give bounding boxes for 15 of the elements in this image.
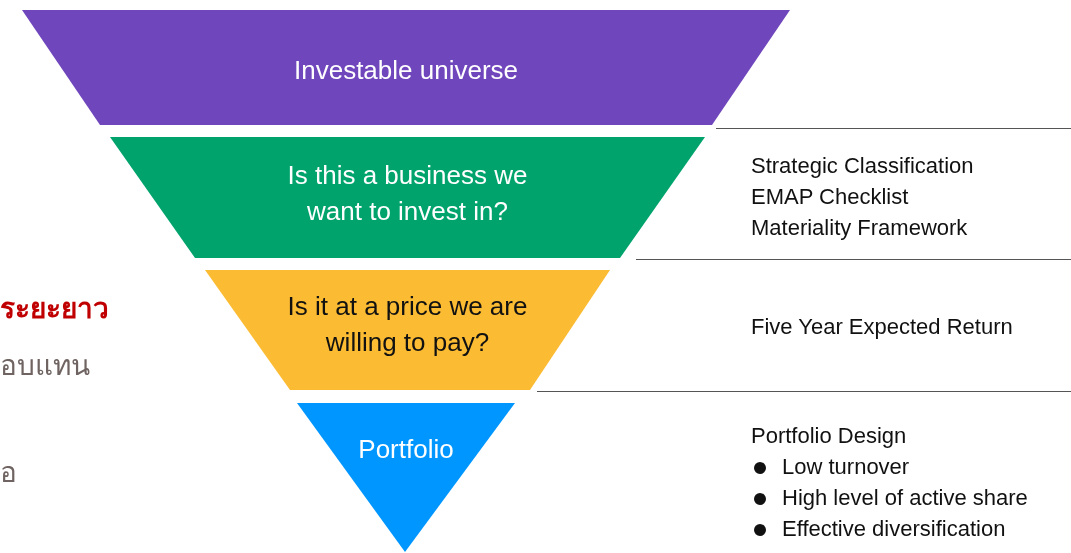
stage-label: Portfolio — [357, 433, 455, 466]
criteria-text: Materiality Framework — [751, 214, 968, 242]
stage-label: Is this a business we want to invest in? — [286, 159, 529, 228]
criteria-text: EMAP Checklist — [751, 183, 909, 211]
cropped-text: อบแทน — [0, 348, 90, 384]
list-item: Effective diversification — [782, 516, 1006, 541]
criteria-text: Portfolio Design — [751, 422, 907, 450]
cropped-text: ระยะยาว — [0, 291, 109, 327]
stage-label: Is it at a price we are willing to pay? — [286, 290, 529, 359]
stage-label: Investable universe — [293, 54, 519, 87]
list-item: Low turnover — [782, 454, 910, 479]
list-item: High level of active share — [782, 485, 1028, 510]
criteria-text: Five Year Expected Return — [751, 313, 1013, 341]
cropped-text: อ — [0, 455, 17, 491]
criteria-text: Strategic Classification — [751, 152, 974, 180]
